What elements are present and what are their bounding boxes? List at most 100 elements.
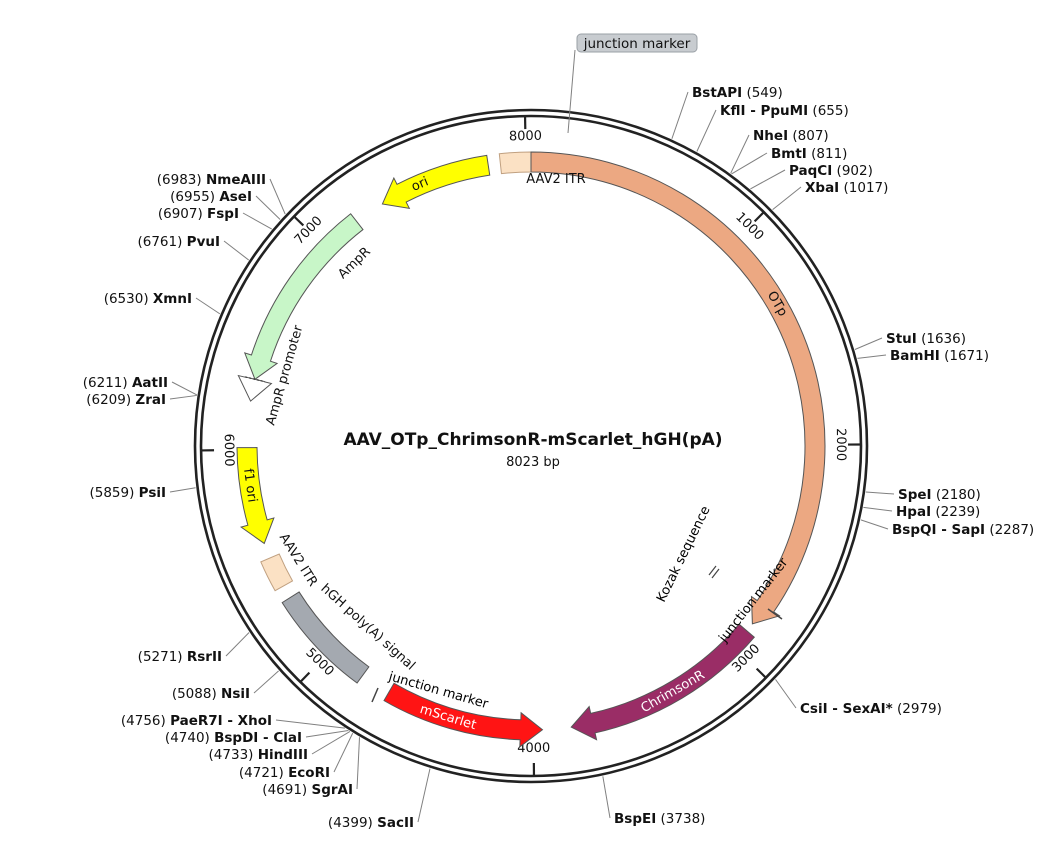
feature-f1-ori-6[interactable] — [236, 447, 275, 545]
restriction-site-xmni[interactable]: (6530) XmnI — [104, 291, 221, 315]
restriction-site-stui[interactable]: StuI (1636) — [854, 331, 966, 350]
restriction-site-ecori[interactable]: (4721) EcoRI — [239, 732, 354, 781]
site-position: (807) — [792, 128, 828, 144]
site-position: (1671) — [944, 348, 989, 364]
restriction-site-bspdi-clai[interactable]: (4740) BspDI - ClaI — [165, 729, 349, 746]
svg-text:(6955) AseI: (6955) AseI — [170, 189, 252, 205]
restriction-site-zrai[interactable]: (6209) ZraI — [86, 392, 197, 408]
restriction-site-sacii[interactable]: (4399) SacII — [328, 768, 431, 831]
site-name: PsiI — [139, 485, 166, 501]
site-leader-nmeaiii — [269, 178, 286, 215]
site-leader-spei — [865, 491, 895, 495]
kozak-sequence-marker[interactable]: Kozak sequence — [654, 504, 720, 605]
svg-text:KflI - PpuMI (655): KflI - PpuMI (655) — [720, 103, 849, 119]
junction-marker-badge-label: junction marker — [583, 36, 691, 52]
restriction-site-nmeaiii[interactable]: (6983) NmeAIII — [157, 172, 286, 215]
restriction-site-nsii[interactable]: (5088) NsiI — [172, 670, 279, 702]
backbone-outer-ring — [193, 108, 869, 784]
site-position: (1017) — [844, 180, 889, 196]
feature-aav2-itr-5[interactable] — [260, 553, 294, 592]
restriction-site-paer7i-xhoi[interactable]: (4756) PaeR7I - XhoI — [121, 713, 345, 729]
restriction-site-aatii[interactable]: (6211) AatII — [83, 375, 198, 396]
site-leader-kfli-ppumi — [696, 109, 717, 152]
site-name: AseI — [219, 189, 252, 205]
restriction-site-rsrii[interactable]: (5271) RsrII — [138, 632, 250, 665]
restriction-site-bmti[interactable]: BmtI (811) — [731, 146, 848, 175]
site-leader-bspqi-sapi — [860, 519, 889, 530]
feature-label-f1-ori: f1 ori — [240, 468, 260, 504]
site-leader-xbai — [772, 186, 802, 211]
restriction-site-bspqi-sapi[interactable]: BspQI - SapI (2287) — [860, 519, 1034, 538]
site-name: ZraI — [135, 392, 166, 408]
site-name: FspI — [207, 206, 239, 222]
restriction-site-paqci[interactable]: PaqCI (902) — [750, 163, 873, 190]
feature-aav2-itr-0[interactable] — [498, 151, 532, 175]
junction-marker-badge — [576, 33, 698, 53]
tick-label-8000: 8000 — [509, 129, 542, 145]
feature-ampr-8[interactable] — [243, 213, 364, 381]
site-name: StuI — [886, 331, 917, 347]
site-leader-sgrai — [356, 737, 361, 790]
site-position: (1636) — [921, 331, 966, 347]
svg-text:StuI (1636): StuI (1636) — [886, 331, 966, 347]
site-leader-nhei — [730, 134, 750, 174]
site-position: (549) — [746, 85, 782, 101]
svg-text:(6983) NmeAIII: (6983) NmeAIII — [157, 172, 266, 188]
restriction-site-spei[interactable]: SpeI (2180) — [865, 487, 981, 503]
site-leader-pvui — [223, 240, 250, 261]
site-name: CsiI - SexAI* — [800, 701, 893, 717]
restriction-site-fspi[interactable]: (6907) FspI — [158, 206, 273, 230]
feature-chrimsonr-2[interactable] — [570, 623, 756, 741]
feature-otp-1[interactable] — [530, 151, 826, 625]
site-position: (902) — [837, 163, 873, 179]
site-leader-sacii — [417, 768, 431, 823]
restriction-site-kfli-ppumi[interactable]: KflI - PpuMI (655) — [696, 103, 849, 152]
site-position: (6530) — [104, 291, 149, 307]
restriction-site-nhei[interactable]: NheI (807) — [730, 128, 829, 174]
feature-label-aav2-itr-0: AAV2 ITR — [526, 172, 585, 187]
restriction-site-hindiii[interactable]: (4733) HindIII — [209, 731, 351, 763]
site-position: (3738) — [661, 811, 706, 827]
tick-mark-1000 — [753, 211, 765, 223]
svg-text:(4721) EcoRI: (4721) EcoRI — [239, 765, 330, 781]
restriction-site-xbai[interactable]: XbaI (1017) — [772, 180, 889, 211]
site-name: NheI — [753, 128, 788, 144]
restriction-site-hpai[interactable]: HpaI (2239) — [863, 504, 980, 520]
site-name: SpeI — [898, 487, 932, 503]
feature-ori-9[interactable] — [381, 154, 491, 209]
svg-text:BspEI (3738): BspEI (3738) — [614, 811, 705, 827]
site-position: (5859) — [89, 485, 134, 501]
restriction-site-bstapi[interactable]: BstAPI (549) — [671, 85, 783, 139]
junction-marker-callout[interactable]: junction marker — [567, 33, 698, 134]
svg-text:SpeI (2180): SpeI (2180) — [898, 487, 981, 503]
svg-text:PaqCI (902): PaqCI (902) — [789, 163, 873, 179]
restriction-site-pvui[interactable]: (6761) PvuI — [137, 234, 250, 261]
restriction-site-sgrai[interactable]: (4691) SgrAI — [262, 737, 361, 798]
feature-hgh-poly-a-signal-4[interactable] — [281, 591, 370, 684]
site-leader-hpai — [863, 506, 893, 512]
svg-text:(5859) PsiI: (5859) PsiI — [89, 485, 166, 501]
site-name: AatII — [132, 375, 168, 391]
svg-text:BstAPI (549): BstAPI (549) — [692, 85, 783, 101]
restriction-site-bspei[interactable]: BspEI (3738) — [602, 776, 706, 827]
restriction-site-csii-sexai[interactable]: CsiI - SexAI* (2979) — [775, 679, 942, 717]
site-name: XmnI — [153, 291, 192, 307]
site-name: BamHI — [890, 348, 940, 364]
restriction-site-layer: BstAPI (549) KflI - PpuMI (655) NheI (807)… — [83, 85, 1034, 831]
restriction-site-bamhi[interactable]: BamHI (1671) — [857, 348, 989, 364]
feature-mscarlet-3[interactable] — [383, 682, 544, 748]
restriction-site-asei[interactable]: (6955) AseI — [170, 189, 281, 220]
restriction-site-psii[interactable]: (5859) PsiI — [89, 485, 196, 501]
svg-text:(6211) AatII: (6211) AatII — [83, 375, 168, 391]
svg-text:(4733) HindIII: (4733) HindIII — [209, 747, 308, 763]
site-name: RsrII — [187, 649, 222, 665]
site-name: EcoRI — [288, 765, 330, 781]
site-position: (4756) — [121, 713, 166, 729]
site-position: (2287) — [989, 522, 1034, 538]
tick-mark-3000 — [755, 667, 767, 679]
svg-text:HpaI (2239): HpaI (2239) — [896, 504, 980, 520]
site-leader-stui — [854, 337, 883, 350]
site-name: BmtI — [771, 146, 807, 162]
svg-text:BamHI (1671): BamHI (1671) — [890, 348, 989, 364]
